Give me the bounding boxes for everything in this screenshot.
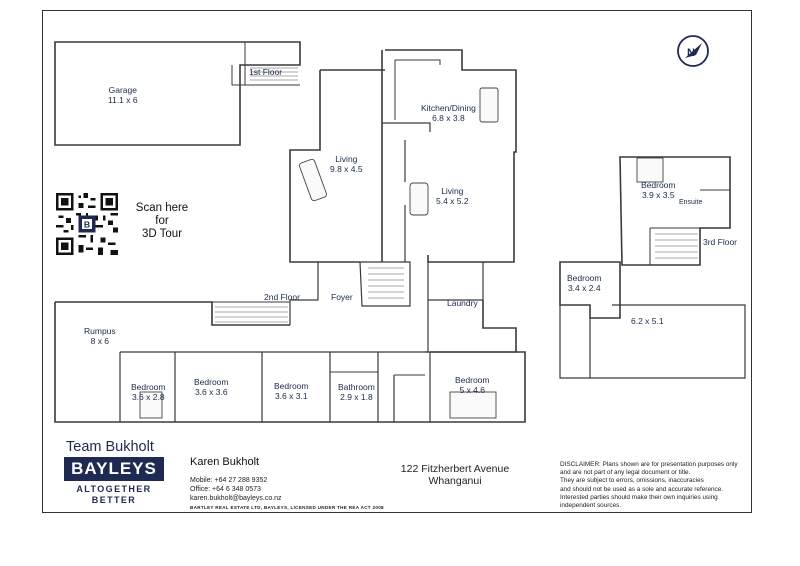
- room-bedroom-2: Bedroom 3.6 x 3.6: [194, 377, 229, 397]
- page-frame: [42, 10, 752, 513]
- disclaimer-line: Interested parties should make their own…: [560, 493, 718, 501]
- room-dims: 3.4 x 2.4: [567, 283, 601, 293]
- bed-2: [449, 391, 497, 419]
- room-bedroom-1: Bedroom 3.6 x 2.8: [131, 382, 166, 402]
- garage-walls: [54, 41, 301, 146]
- north-arrow-icon: N: [677, 35, 709, 67]
- room-name: Living: [335, 154, 358, 164]
- sofa: [299, 158, 327, 202]
- room-dims: 6.8 x 3.8: [432, 113, 465, 123]
- qr-code[interactable]: B: [56, 193, 118, 255]
- room-living-2: Living 5.4 x 5.2: [436, 186, 469, 206]
- kitchen-living-walls: [385, 49, 517, 263]
- room-name: Bedroom: [455, 375, 490, 385]
- team-name: Team Bukholt: [66, 439, 154, 455]
- room-dims: 11.1 x 6: [108, 95, 138, 105]
- agent-contact: Mobile: +64 27 288 9352 Office: +64 6 34…: [190, 476, 282, 503]
- room-dims: 3.6 x 3.1: [274, 391, 308, 401]
- room-name: Bedroom: [131, 382, 166, 392]
- room-bedroom-3: Bedroom 3.6 x 3.1: [274, 381, 309, 401]
- tagline: ALTOGETHER BETTER: [64, 484, 164, 506]
- foyer-label: Foyer: [331, 292, 353, 302]
- room-dims: 9.8 x 4.5: [330, 164, 363, 174]
- room-bathroom: Bathroom 2.9 x 1.8: [338, 382, 375, 402]
- room-bedroom-4: Bedroom 5 x 4.6: [455, 375, 490, 395]
- room-kitchen: Kitchen/Dining 6.8 x 3.8: [421, 103, 476, 123]
- room-rumpus: Rumpus 8 x 6: [84, 326, 116, 346]
- room-dims: 6.2 x 5.1: [631, 316, 664, 326]
- svg-text:N: N: [687, 47, 695, 59]
- dining-table: [479, 87, 499, 123]
- laundry-label: Laundry: [447, 298, 478, 308]
- room-dims: 3.6 x 3.6: [194, 387, 228, 397]
- bayleys-logo: BAYLEYS: [64, 457, 164, 481]
- disclaimer-line: and should not be used as a sole and acc…: [560, 485, 724, 493]
- room-bedroom-6: Bedroom 3.4 x 2.4: [567, 273, 602, 293]
- room-living-1: Living 9.8 x 4.5: [330, 154, 363, 174]
- licence-text: BARTLEY REAL ESTATE LTD, BAYLEYS, LICENS…: [190, 505, 384, 510]
- address-line-1: 122 Fitzherbert Avenue: [400, 463, 510, 475]
- floor-label-3rd: 3rd Floor: [703, 237, 738, 247]
- room-name: Bathroom: [338, 382, 375, 392]
- agent-name: Karen Bukholt: [190, 456, 260, 468]
- agent-email[interactable]: karen.bukholt@bayleys.co.nz: [190, 495, 282, 502]
- room-third-floor-large: 6.2 x 5.1: [631, 316, 664, 326]
- qr-caption-line-3: 3D Tour: [141, 228, 183, 240]
- floor-label-2nd: 2nd Floor: [264, 292, 300, 302]
- room-dims: 8 x 6: [90, 336, 110, 346]
- qr-caption-line-1: Scan here: [135, 202, 189, 214]
- svg-text:B: B: [84, 219, 90, 229]
- bed-3: [139, 391, 163, 419]
- qr-caption-line-2: for: [155, 215, 169, 227]
- room-name: Rumpus: [84, 326, 116, 336]
- room-dims: 3.6 x 2.8: [131, 392, 165, 402]
- bed: [636, 157, 664, 183]
- sofa-2: [409, 182, 429, 216]
- address-line-2: Whanganui: [428, 475, 482, 487]
- third-floor-walls: [619, 156, 731, 266]
- room-dims: 5 x 4.6: [459, 385, 486, 395]
- disclaimer-line: independent sources.: [560, 502, 622, 510]
- tagline-line-1: ALTOGETHER: [76, 484, 152, 494]
- room-name: Kitchen/Dining: [421, 103, 476, 113]
- room-dims: 3.9 x 3.5: [641, 190, 675, 200]
- room-bedroom-5: Bedroom 3.9 x 3.5: [641, 180, 676, 200]
- disclaimer-line: They are subject to errors, omissions, i…: [560, 477, 704, 485]
- room-name: Bedroom: [274, 381, 309, 391]
- agent-mobile: Mobile: +64 27 288 9352: [190, 477, 268, 484]
- tagline-line-2: BETTER: [91, 495, 137, 505]
- disclaimer-line: DISCLAIMER: Plans shown are for presenta…: [560, 461, 738, 468]
- room-name: Living: [441, 186, 464, 196]
- room-dims: 2.9 x 1.8: [340, 392, 373, 402]
- room-name: Bedroom: [641, 180, 676, 190]
- property-address: 122 Fitzherbert Avenue Whanganui: [390, 463, 520, 487]
- agent-office: Office: +64 6 348 0573: [190, 486, 261, 493]
- room-name: Garage: [108, 85, 137, 95]
- room-name: Bedroom: [194, 377, 229, 387]
- floor-label-1st: 1st Floor: [249, 67, 283, 77]
- disclaimer-line: and are not part of any legal document o…: [560, 469, 691, 477]
- ensuite-label: Ensuite: [679, 199, 703, 206]
- room-garage: Garage 11.1 x 6: [108, 85, 138, 105]
- qr-caption: Scan here for 3D Tour: [122, 202, 202, 241]
- disclaimer: DISCLAIMER: Plans shown are for presenta…: [560, 461, 750, 510]
- room-name: Bedroom: [567, 273, 602, 283]
- room-dims: 5.4 x 5.2: [436, 196, 469, 206]
